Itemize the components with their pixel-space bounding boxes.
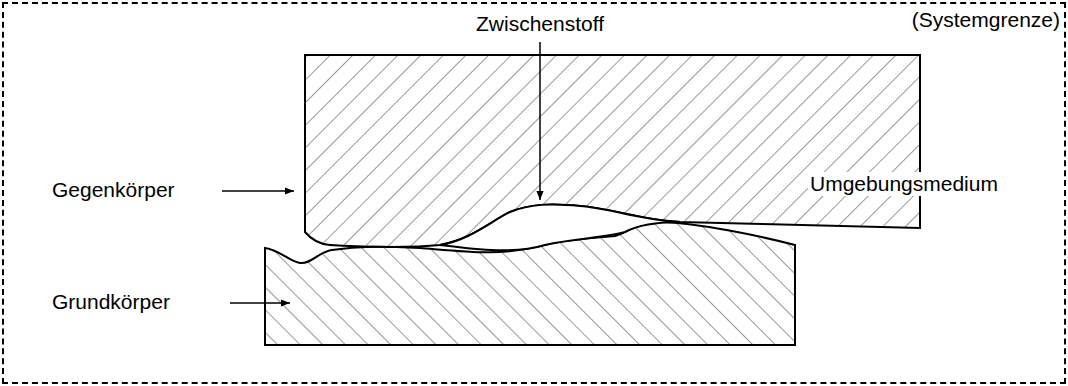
leader-arrow	[539, 42, 541, 200]
part-label: Umgebungsmedium	[808, 172, 1000, 196]
boundary-label: (Systemgrenze)	[912, 8, 1060, 32]
part-label: Gegenkörper	[50, 178, 177, 202]
leader-arrow	[222, 190, 294, 192]
part-label: Zwischenstoff	[474, 12, 606, 36]
part-label: Grundkörper	[50, 290, 172, 314]
intermediate-medium	[440, 204, 680, 250]
leader-arrow	[230, 302, 290, 304]
